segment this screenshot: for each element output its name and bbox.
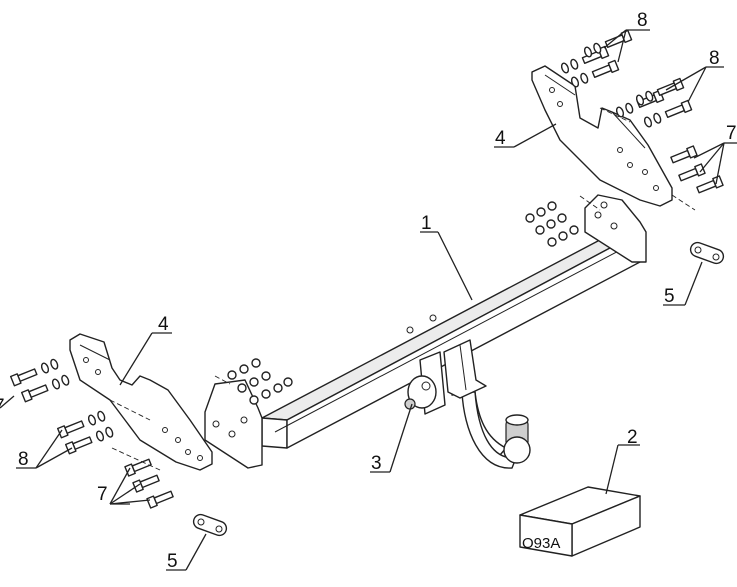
- bracket-left: [69, 333, 213, 471]
- bolt-set-right-mid: [615, 77, 693, 128]
- electrical-kit-box: O93A: [519, 486, 641, 557]
- label-spacer-left: 5: [167, 551, 178, 572]
- label-bracket-left: 4: [158, 314, 169, 335]
- label-bolts-left-low: 7: [97, 484, 108, 505]
- label-socket-bracket: 3: [371, 453, 382, 474]
- socket-bracket: [404, 351, 446, 415]
- label-bolts-left-top: 7: [0, 396, 5, 417]
- label-bolts-right-low: 7: [726, 123, 737, 144]
- drawbar-crossbar: [261, 231, 641, 449]
- label-drawbar: 1: [421, 213, 432, 234]
- label-bolts-right-top: 8: [637, 10, 648, 31]
- drawbar-right-end-plate: [584, 194, 647, 263]
- label-spacer-right: 5: [664, 286, 675, 307]
- drawbar-left-end-plate: [204, 379, 263, 469]
- bolt-set-left-mid: [56, 410, 114, 455]
- bolt-set-left-low: [124, 458, 174, 509]
- nut-set-right: [525, 201, 579, 247]
- label-bracket-right: 4: [495, 128, 506, 149]
- bolt-set-right-low: [670, 145, 724, 194]
- leader-lines: [0, 29, 737, 571]
- nut-set-left: [227, 358, 293, 405]
- bolt-set-right-top: [560, 29, 633, 88]
- electrical-kit-code: O93A: [522, 535, 560, 552]
- label-bolts-right-mid: 8: [709, 48, 720, 69]
- spacer-right: [689, 241, 725, 265]
- tow-ball-neck: [443, 339, 531, 469]
- label-electrical-kit: 2: [627, 427, 638, 448]
- spacer-left: [192, 513, 228, 537]
- bracket-right: [531, 65, 673, 207]
- label-bolts-left-mid: 8: [18, 449, 29, 470]
- assembly-guide-lines: [109, 107, 696, 471]
- bolt-set-left-top: [9, 358, 70, 403]
